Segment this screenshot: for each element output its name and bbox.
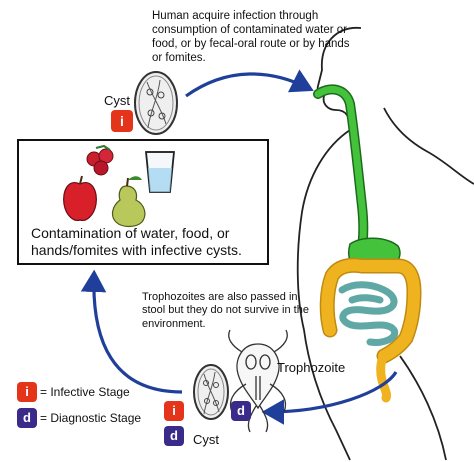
water-glass-illustration bbox=[145, 151, 175, 193]
large-intestine-fill bbox=[321, 259, 421, 362]
legend-diagnostic-badge: d bbox=[17, 408, 37, 428]
arrow-stool-to-stages bbox=[261, 371, 398, 425]
legend-diagnostic-label: = Diagnostic Stage bbox=[40, 411, 142, 425]
pear-illustration bbox=[111, 176, 146, 228]
legend-infective-label: = Infective Stage bbox=[40, 385, 130, 399]
cyst-label-bottom: Cyst bbox=[193, 432, 219, 447]
cyst-illustration-top bbox=[134, 71, 178, 135]
trophozoite-note: Trophozoites are also passed in stool bu… bbox=[142, 291, 309, 330]
diagnostic-badge-trophozoite: d bbox=[231, 401, 251, 421]
legend-infective-badge: i bbox=[17, 382, 37, 402]
cyst-illustration-bottom bbox=[193, 364, 229, 420]
arrow-cyst-to-mouth bbox=[185, 69, 314, 98]
raspberries-illustration bbox=[86, 144, 114, 176]
human-infection-note: Human acquire infection through consumpt… bbox=[152, 10, 350, 65]
cyst-label-top: Cyst bbox=[104, 93, 130, 108]
trophozoite-illustration bbox=[228, 329, 288, 433]
trophozoite-label: Trophozoite bbox=[277, 360, 346, 375]
contamination-box: Contamination of water, food, or hands/f… bbox=[17, 139, 269, 265]
infective-badge-top: i bbox=[111, 110, 133, 132]
infective-badge-bottom: i bbox=[164, 401, 184, 421]
apple-illustration bbox=[63, 175, 97, 221]
contamination-text: Contamination of water, food, or hands/f… bbox=[31, 225, 242, 258]
small-intestine bbox=[338, 281, 399, 346]
rectum bbox=[376, 351, 391, 403]
esophagus-stomach bbox=[313, 84, 401, 274]
diagnostic-badge-cyst: d bbox=[164, 426, 184, 446]
arrow-stages-to-contamination bbox=[80, 269, 183, 394]
